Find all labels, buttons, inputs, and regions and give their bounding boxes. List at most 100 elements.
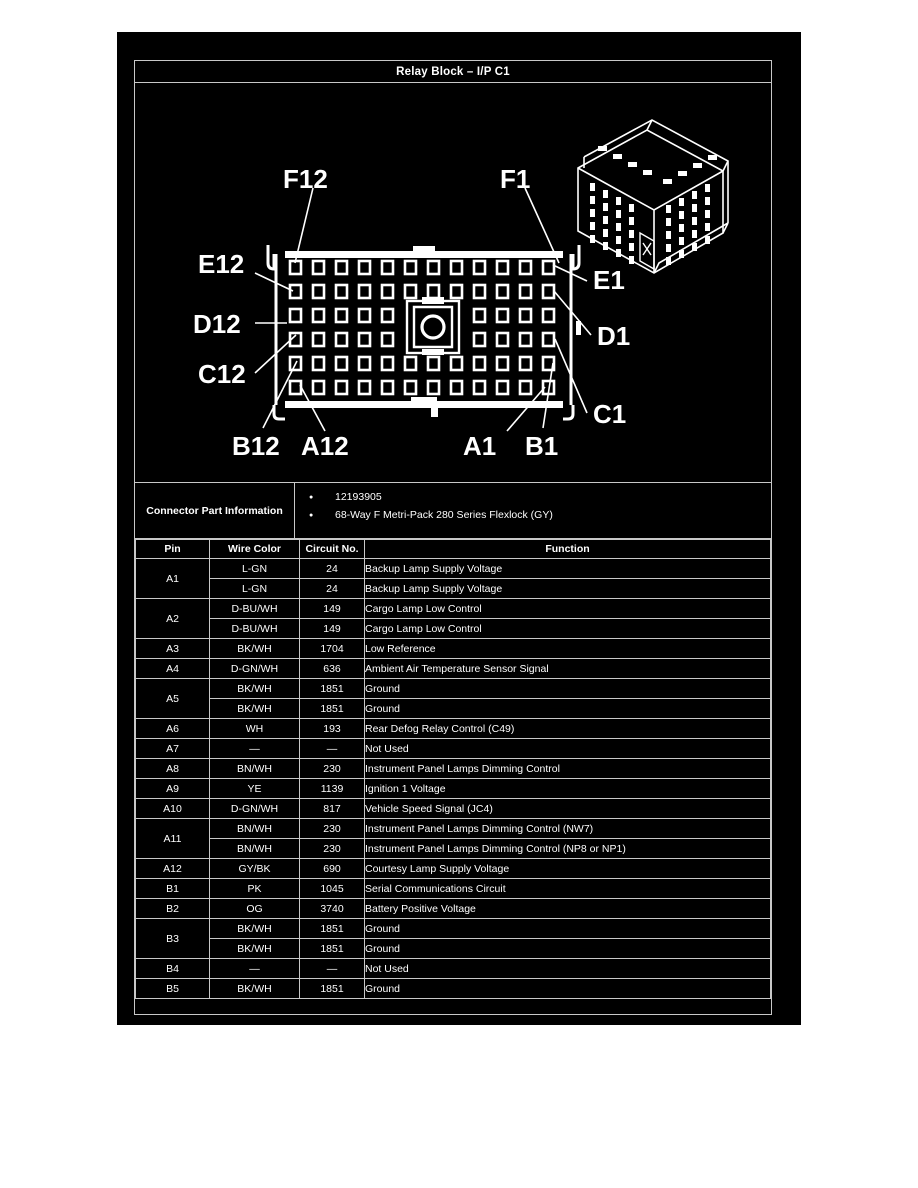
pin-cell: B2 [135,898,210,919]
pin-cell: A2 [135,598,210,639]
column-header-circuit: Circuit No. [299,539,365,559]
function-cell: Ambient Air Temperature Sensor Signal [364,658,771,679]
wire-color-cell: BK/WH [209,698,300,719]
wire-color-cell: — [209,738,300,759]
connector-face-body [266,245,581,421]
pin-cell: A12 [135,858,210,879]
wire-color-cell: D-GN/WH [209,658,300,679]
bottom-rail [285,401,563,408]
wire-color-cell: BK/WH [209,978,300,999]
callout-labels: F12 F1 E12 E1 D12 D1 C12 C1 B12 B1 A12 A… [193,164,630,461]
pin-cell: A10 [135,798,210,819]
wire-color-cell: BN/WH [209,838,300,859]
wire-color-cell: YE [209,778,300,799]
pin-cell: A7 [135,738,210,759]
pin-cell: A9 [135,778,210,799]
wire-color-cell: GY/BK [209,858,300,879]
table-row: B4——Not Used [135,958,771,979]
wire-color-cell: OG [209,898,300,919]
function-cell: Not Used [364,958,771,979]
circuit-number-cell: 636 [299,658,365,679]
pin-cavity-grid [288,259,556,396]
function-cell: Instrument Panel Lamps Dimming Control (… [364,818,771,839]
content-frame: Relay Block – I/P C1 [134,60,772,1015]
circuit-number-cell: 3740 [299,898,365,919]
wire-color-cell: WH [209,718,300,739]
circuit-number-cell: 1851 [299,678,365,699]
circuit-number-cell: 1851 [299,918,365,939]
pin-table-head: Pin Wire Color Circuit No. Function [135,539,771,559]
callout-label-A12: A12 [301,431,349,461]
center-locking-boss [405,297,461,355]
pin-cell: A3 [135,638,210,659]
callout-label-F12: F12 [283,164,328,194]
wire-color-cell: D-GN/WH [209,798,300,819]
pin-cell: B4 [135,958,210,979]
bottom-rail-tab [431,408,438,417]
function-cell: Cargo Lamp Low Control [364,598,771,619]
column-header-pin: Pin [135,539,210,559]
function-cell: Courtesy Lamp Supply Voltage [364,858,771,879]
callout-label-D1: D1 [597,321,630,351]
wire-color-cell: BN/WH [209,818,300,839]
wire-color-cell: BK/WH [209,678,300,699]
pin-cell: A11 [135,818,210,859]
function-cell: Ground [364,698,771,719]
circuit-number-cell: 230 [299,838,365,859]
function-cell: Ignition 1 Voltage [364,778,771,799]
function-cell: Low Reference [364,638,771,659]
wire-color-cell: L-GN [209,578,300,599]
document-page: Relay Block – I/P C1 [117,32,801,1025]
top-rail-notch [413,246,435,252]
list-item: 12193905 [309,491,771,504]
right-upper-latch [571,245,581,271]
function-cell: Cargo Lamp Low Control [364,618,771,639]
right-mid-key [576,321,581,335]
right-lower-latch [563,405,575,421]
function-cell: Ground [364,678,771,699]
callout-label-E1: E1 [593,265,625,295]
callout-label-A1: A1 [463,431,496,461]
connector-part-information-label: Connector Part Information [135,483,295,539]
connector-part-information-list: 12193905 68-Way F Metri-Pack 280 Series … [309,491,771,522]
circuit-number-cell: 1704 [299,638,365,659]
circuit-number-cell: 1851 [299,698,365,719]
function-cell: Rear Defog Relay Control (C49) [364,718,771,739]
bottom-rail-notch [411,397,437,402]
pin-cell: B5 [135,978,210,999]
circuit-number-cell: 149 [299,598,365,619]
table-header-row: Pin Wire Color Circuit No. Function [135,539,771,559]
circuit-number-cell: 149 [299,618,365,639]
pin-cell: A5 [135,678,210,719]
wire-color-cell: BK/WH [209,938,300,959]
circuit-number-cell: 1139 [299,778,365,799]
left-upper-latch [266,245,276,271]
column-header-function: Function [364,539,771,559]
circuit-number-cell: 1045 [299,878,365,899]
callout-label-E12: E12 [198,249,244,279]
circuit-number-cell: — [299,958,365,979]
callout-label-C12: C12 [198,359,246,389]
left-lower-latch [272,405,285,421]
function-cell: Backup Lamp Supply Voltage [364,558,771,579]
wire-color-cell: BK/WH [209,918,300,939]
callout-label-D12: D12 [193,309,241,339]
table-row: A7——Not Used [135,738,771,759]
function-cell: Ground [364,938,771,959]
pin-cell: B1 [135,878,210,899]
circuit-number-cell: 24 [299,578,365,599]
function-cell: Battery Positive Voltage [364,898,771,919]
page-title-text: Relay Block – I/P C1 [396,65,510,78]
pin-cell: A4 [135,658,210,679]
